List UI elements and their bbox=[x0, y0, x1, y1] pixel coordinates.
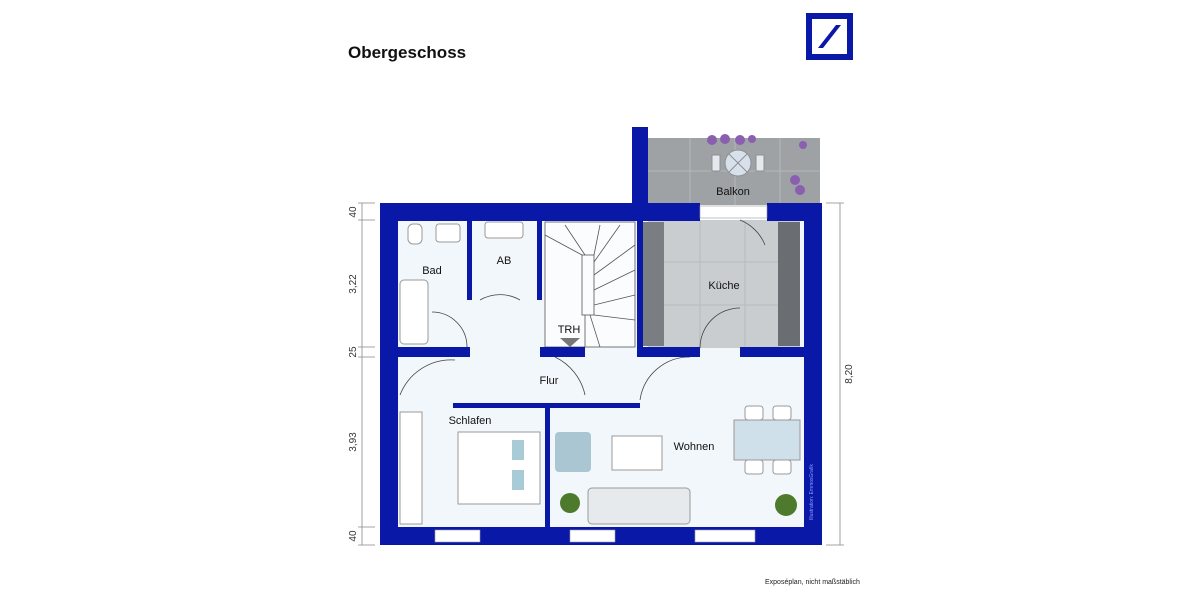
staircase bbox=[544, 221, 636, 348]
dim-left-5: 40 bbox=[348, 530, 359, 542]
armchair bbox=[555, 432, 591, 472]
plant-icon bbox=[560, 493, 580, 513]
room-label-ab: AB bbox=[497, 255, 512, 267]
page-title: Obergeschoss bbox=[348, 43, 467, 62]
stair-arrow-icon bbox=[560, 338, 580, 347]
bathtub bbox=[399, 279, 429, 345]
sink bbox=[435, 223, 461, 243]
flower-pots bbox=[707, 134, 807, 195]
windows bbox=[434, 205, 768, 543]
dining-chairs bbox=[744, 405, 792, 475]
bank-logo bbox=[806, 13, 853, 60]
dim-left-4: 3,93 bbox=[348, 432, 359, 452]
toilet bbox=[407, 223, 423, 245]
kitchen-counter bbox=[778, 222, 800, 346]
kitchen-counter bbox=[642, 222, 664, 346]
room-label-bad: Bad bbox=[422, 265, 442, 277]
dim-right-total: 8,20 bbox=[844, 364, 855, 384]
dim-left-3: 25 bbox=[348, 346, 359, 358]
room-label-trh: TRH bbox=[558, 324, 581, 336]
dim-left-2: 3,22 bbox=[348, 274, 359, 294]
plant-icon bbox=[775, 494, 797, 516]
wardrobe bbox=[399, 411, 423, 525]
washer bbox=[484, 221, 524, 239]
dining-table bbox=[733, 419, 801, 461]
room-label-kueche: Küche bbox=[708, 280, 739, 292]
coffee-table bbox=[611, 435, 663, 471]
bed bbox=[457, 431, 541, 505]
room-label-flur: Flur bbox=[540, 375, 559, 387]
kitchen-tiles bbox=[648, 220, 800, 348]
doors bbox=[399, 219, 766, 401]
illustration-credit: Illustration: EmmosGrafik bbox=[809, 464, 815, 520]
dimension-lines bbox=[358, 202, 844, 546]
balcony bbox=[648, 134, 820, 205]
room-label-wohnen: Wohnen bbox=[674, 441, 715, 453]
room-label-balkon: Balkon bbox=[716, 186, 750, 198]
room-label-schlafen: Schlafen bbox=[449, 415, 492, 427]
dim-left-1: 40 bbox=[348, 206, 359, 218]
footnote: Exposéplan, nicht maßstäblich bbox=[765, 579, 860, 586]
sofa bbox=[587, 487, 691, 525]
